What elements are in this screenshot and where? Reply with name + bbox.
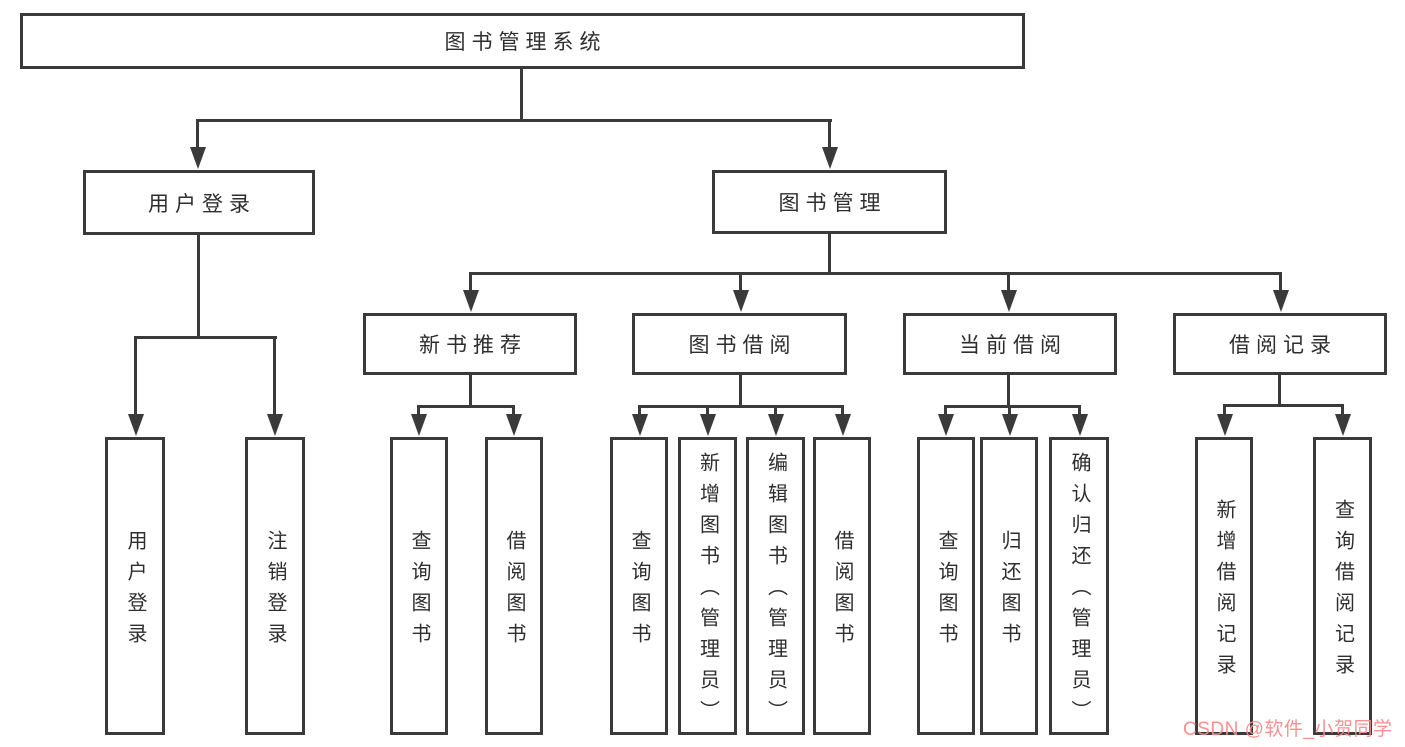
leaf-borrow-book: 借阅图书	[813, 437, 871, 735]
arrow-down-icon	[632, 405, 648, 436]
arrow-down-icon	[267, 336, 283, 436]
leaf-label: 查询借阅记录	[1331, 498, 1354, 685]
arrow-down-icon	[1217, 404, 1233, 436]
leaf-label: 确认归还（管理员）	[1068, 452, 1090, 731]
arrow-down-icon	[768, 405, 784, 436]
leaf-user-login: 用户登录	[105, 437, 165, 735]
arrow-down-icon	[411, 405, 427, 436]
leaf-query-book: 查询图书	[390, 437, 448, 735]
leaf-label: 新增借阅记录	[1213, 498, 1235, 685]
leaf-edit-book-admin: 编辑图书（管理员）	[746, 437, 805, 735]
node-label: 图书借阅	[688, 334, 797, 357]
arrow-down-icon	[835, 405, 851, 436]
leaf-add-borrow-record: 新增借阅记录	[1195, 437, 1253, 735]
leaf-label: 归还图书	[998, 529, 1020, 654]
node-user-login: 用户登录	[83, 170, 315, 235]
leaf-return-book: 归还图书	[980, 437, 1038, 735]
arrow-down-icon	[463, 272, 479, 312]
connector-hline	[134, 336, 277, 339]
leaf-label: 查询图书	[408, 529, 430, 654]
leaf-add-book-admin: 新增图书（管理员）	[678, 437, 737, 735]
node-label: 用户登录	[148, 192, 256, 216]
connector-vline	[739, 375, 742, 407]
leaf-label: 查询图书	[628, 529, 650, 654]
arrow-down-icon	[1001, 272, 1017, 312]
connector-hline	[196, 119, 832, 122]
leaf-query-borrow-record: 查询借阅记录	[1313, 437, 1372, 735]
arrow-down-icon	[1273, 272, 1289, 312]
leaf-query-book: 查询图书	[917, 437, 975, 735]
arrow-down-icon	[733, 272, 749, 312]
node-label: 图书管理	[778, 192, 887, 215]
arrow-down-icon	[1072, 405, 1088, 436]
leaf-confirm-return-admin: 确认归还（管理员）	[1049, 437, 1109, 735]
connector-hline	[944, 405, 1081, 408]
leaf-label: 借阅图书	[503, 529, 525, 654]
arrow-down-icon	[938, 405, 954, 436]
arrow-down-icon	[190, 119, 206, 169]
arrow-down-icon	[700, 405, 716, 436]
leaf-label: 新增图书（管理员）	[696, 452, 719, 731]
node-book-management: 图书管理	[712, 170, 947, 234]
arrow-down-icon	[1002, 405, 1018, 436]
leaf-query-book: 查询图书	[610, 437, 668, 735]
node-label: 借阅记录	[1229, 334, 1337, 357]
leaf-logout: 注销登录	[245, 437, 305, 735]
node-root-label: 图书管理系统	[444, 31, 607, 54]
node-label: 当前借阅	[959, 334, 1067, 357]
connector-hline	[638, 405, 844, 408]
arrow-down-icon	[506, 405, 522, 436]
connector-vline	[1007, 375, 1010, 407]
connector-hline	[469, 272, 1281, 275]
arrow-down-icon	[128, 336, 144, 436]
leaf-label: 用户登录	[124, 529, 146, 654]
connector-vline	[197, 235, 200, 339]
leaf-borrow-book: 借阅图书	[485, 437, 543, 735]
connector-hline	[1223, 404, 1344, 407]
connector-vline	[469, 375, 472, 407]
leaf-label: 查询图书	[935, 529, 957, 654]
leaf-label: 借阅图书	[831, 529, 853, 654]
leaf-label: 注销登录	[264, 529, 286, 654]
node-root: 图书管理系统	[20, 13, 1025, 69]
leaf-label: 编辑图书（管理员）	[764, 452, 787, 731]
node-book-borrow: 图书借阅	[632, 313, 847, 375]
node-borrow-records: 借阅记录	[1173, 313, 1387, 375]
node-label: 新书推荐	[419, 334, 527, 357]
node-new-book-recommend: 新书推荐	[363, 313, 577, 375]
node-current-borrow: 当前借阅	[903, 313, 1117, 375]
connector-hline	[418, 405, 515, 408]
connector-vline	[520, 68, 523, 121]
arrow-down-icon	[822, 119, 838, 169]
arrow-down-icon	[1335, 404, 1351, 436]
connector-vline	[1278, 375, 1281, 406]
csdn-watermark: CSDN @软件_小贺同学	[1183, 719, 1393, 740]
connector-vline	[828, 234, 831, 274]
